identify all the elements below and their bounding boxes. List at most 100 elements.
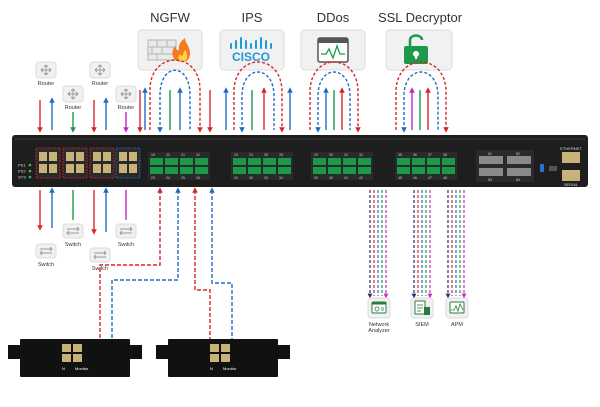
port-label: 38: [443, 153, 447, 157]
ngfw-loop-red: [149, 59, 203, 133]
bypass-port-block: [210, 344, 230, 362]
router-1: Router: [35, 61, 57, 87]
led-label-sys: SYS: [18, 175, 26, 180]
ssl-decryptor-appliance: [385, 29, 453, 71]
port-label: 24: [249, 153, 253, 157]
bypass-net-label: N: [210, 366, 213, 371]
status-leds: PS1 PS2 SYS: [18, 163, 32, 180]
ssl-loop-red: [395, 61, 449, 133]
ngfw-loop-blue: [157, 69, 191, 133]
switch-label: Switch: [38, 262, 54, 268]
ips-loop-red: [233, 61, 285, 133]
port-label: 84: [516, 178, 520, 182]
bypass1-red: [99, 187, 163, 340]
port-label: 34: [279, 176, 283, 180]
port-label: 26: [279, 153, 283, 157]
port-label: 39: [314, 176, 318, 180]
firewall-brick-icon: [147, 39, 177, 61]
led-label-ps1: PS1: [18, 163, 26, 168]
router-label: Router: [38, 81, 55, 87]
ddos-loop-blue: [315, 71, 351, 133]
port-label: 24: [166, 176, 170, 180]
port-label: 46: [413, 176, 417, 180]
network-analyzer-label-1: Network: [369, 322, 389, 328]
port-label: 83: [488, 178, 492, 182]
ssl-decryptor-title: SSL Decryptor: [378, 10, 463, 25]
port-label: 19: [151, 153, 155, 157]
switch-2: Switch: [62, 223, 84, 248]
bypass2-blue: [209, 187, 233, 340]
bypass-port-block: [62, 344, 82, 362]
port-label: 32: [359, 153, 363, 157]
router-3: Router: [89, 61, 111, 87]
ips-appliance: CISCO: [219, 29, 285, 71]
sfp-group-1: 19 20 21 22 23 24 25 26: [148, 152, 210, 180]
unlock-icon: [404, 34, 428, 64]
port-label: 42: [359, 176, 363, 180]
router-label: Router: [65, 105, 82, 111]
switch-arrows-icon: [66, 226, 80, 236]
port-label: 45: [398, 176, 402, 180]
switch-arrows-icon: [39, 246, 53, 256]
siem-tool: SIEM: [410, 297, 434, 328]
tool-feed-siem: [411, 190, 433, 299]
router-arrows-icon: [120, 88, 132, 100]
tool-feed-apm: [445, 190, 467, 299]
apm-label: APM: [451, 322, 463, 328]
port-label: 23: [151, 176, 155, 180]
network-analyzer-tool: Network Analyzer: [367, 297, 391, 334]
router-arrows-icon: [94, 64, 106, 76]
sfp-group-2: 23 24 25 26 31 32 33 34: [231, 152, 293, 180]
bypass-net-label: N: [62, 366, 65, 371]
ips-title: IPS: [242, 10, 263, 25]
port-label: 40: [329, 176, 333, 180]
port-label: 81: [488, 152, 492, 156]
port-label: 32: [249, 176, 253, 180]
router-label: Router: [118, 105, 135, 111]
packet-broker-chassis: PS1 PS2 SYS 19 20: [12, 135, 588, 187]
bypass2-red: [192, 187, 211, 340]
network-analyzer-label-2: Analyzer: [368, 328, 390, 334]
apm-chart-icon: [449, 301, 465, 314]
ddos-appliance: [300, 29, 366, 71]
port-label: 41: [344, 176, 348, 180]
cisco-logo-icon: CISCO: [230, 37, 272, 64]
tool-feed-network-analyzer: [367, 190, 389, 299]
sfp-group-3: 29 30 31 32 39 40 41 42: [311, 152, 373, 180]
port-label: 25: [181, 176, 185, 180]
siem-document-icon: [414, 300, 430, 315]
switch-label: Switch: [65, 242, 81, 248]
port-label: 33: [264, 176, 268, 180]
bypass-unit-2: N Monitor: [156, 339, 290, 377]
ddos-loop-red: [309, 61, 361, 133]
port-label: 30: [329, 153, 333, 157]
ssl-loop-blue: [401, 71, 439, 133]
siem-label: SIEM: [415, 322, 429, 328]
router-4: Router: [115, 85, 137, 111]
switch-arrows-icon: [119, 226, 133, 236]
ethernet-label: ETHERNET: [560, 146, 582, 151]
connections: [37, 59, 467, 340]
ips-loop-blue: [239, 71, 275, 133]
analyzer-window-icon: [371, 301, 387, 314]
switch-1: Switch: [35, 243, 57, 268]
port-label: 23: [234, 153, 238, 157]
port-label: 36: [413, 153, 417, 157]
serial-label: SERIAL: [564, 182, 579, 187]
port-label: 26: [196, 176, 200, 180]
port-label: 22: [196, 153, 200, 157]
monitor-chart-icon: [317, 37, 349, 63]
port-label: 31: [344, 153, 348, 157]
switch-label: Switch: [118, 242, 134, 248]
switch-arrows-icon: [93, 250, 107, 260]
router-label: Router: [92, 81, 109, 87]
bypass-monitor-label: Monitor: [223, 366, 237, 371]
port-label: 35: [398, 153, 402, 157]
cisco-wordmark: CISCO: [232, 50, 270, 64]
copper-port-blocks: [35, 147, 141, 179]
router-2: Router: [62, 85, 84, 111]
bypass-unit-1: N Monitor: [8, 339, 142, 377]
port-label: 31: [234, 176, 238, 180]
port-label: 25: [264, 153, 268, 157]
